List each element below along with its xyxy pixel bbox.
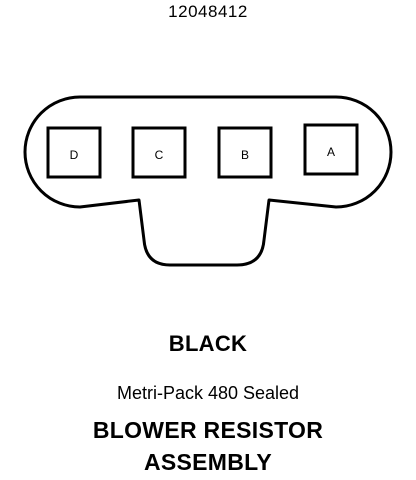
part-number: 12048412	[168, 2, 248, 21]
pin-label-d: D	[70, 148, 79, 162]
pin-cavity-d	[46, 126, 102, 179]
connector-color-label: BLACK	[168, 331, 248, 356]
assembly-name: BLOWER RESISTOR ASSEMBLY	[0, 414, 416, 478]
pin-cavity-a	[303, 123, 359, 176]
connector-type-label: Metri-Pack 480 Sealed	[116, 383, 300, 403]
assembly-name-line2: ASSEMBLY	[143, 449, 273, 475]
connector-outline	[23, 95, 393, 267]
connector-diagram: D C B A	[23, 95, 393, 267]
assembly-name-line1: BLOWER RESISTOR	[92, 417, 324, 443]
pin-label-a: A	[327, 145, 335, 159]
pin-cavity-c	[131, 126, 187, 179]
pin-label-c: C	[155, 148, 164, 162]
pin-cavity-b	[217, 126, 273, 179]
pin-label-b: B	[241, 148, 249, 162]
